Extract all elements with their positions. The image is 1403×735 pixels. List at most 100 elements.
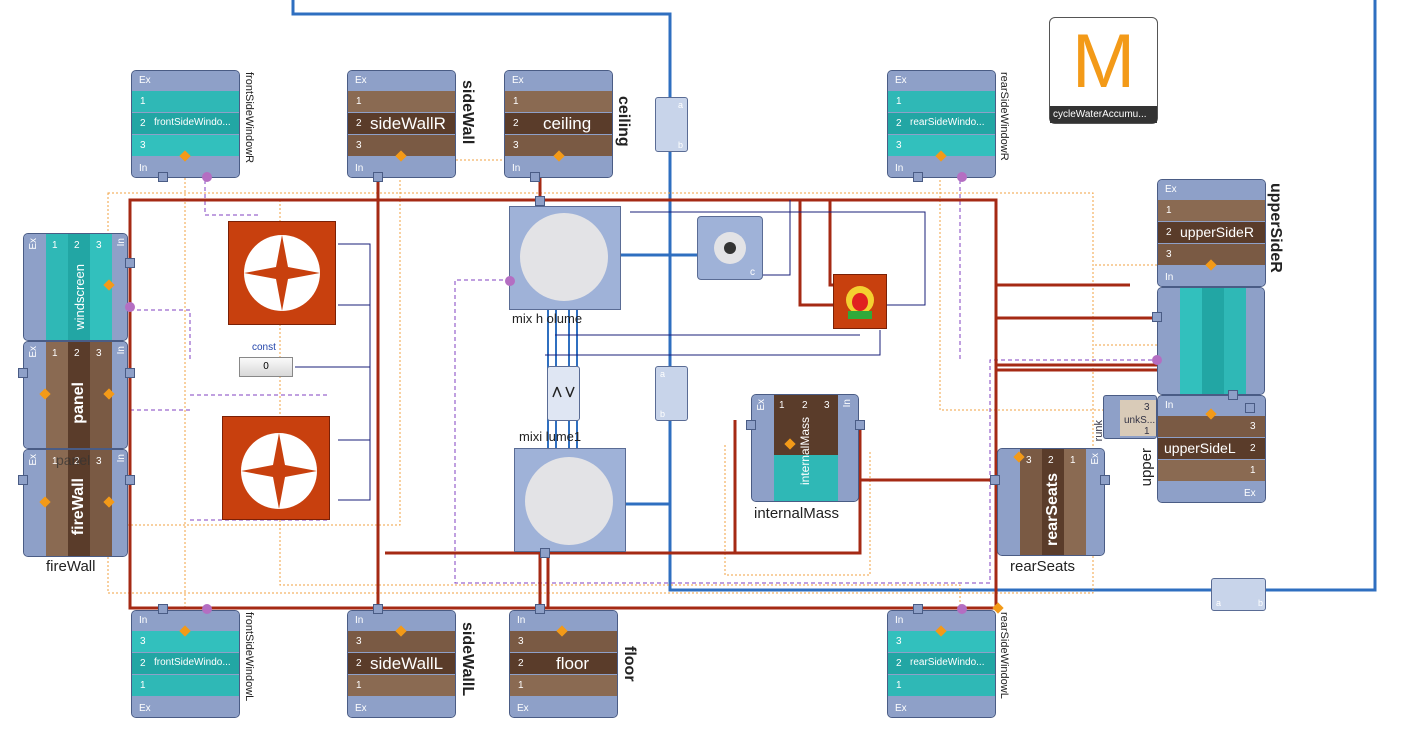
window-label: frontSideWindo... xyxy=(154,657,231,668)
heat-port[interactable] xyxy=(373,604,383,614)
panel-overlap-label: panel xyxy=(56,452,91,468)
block-caption: cycleWaterAccumu... xyxy=(1050,106,1157,123)
heat-port[interactable] xyxy=(158,172,168,182)
heat-port[interactable] xyxy=(125,475,135,485)
header-label: In xyxy=(517,615,526,626)
const-value-block[interactable]: 0 xyxy=(239,357,293,377)
trunk[interactable]: 3 unkS... 1 xyxy=(1103,395,1157,439)
heat-port[interactable] xyxy=(1152,312,1162,322)
moisture-port[interactable] xyxy=(1152,355,1162,365)
mixing-volume[interactable] xyxy=(509,206,621,310)
moisture-port[interactable] xyxy=(202,604,212,614)
moisture-port[interactable] xyxy=(202,172,212,182)
heat-port[interactable] xyxy=(535,196,545,206)
pipe-segment-middle[interactable]: a b xyxy=(655,366,688,421)
pipe-segment-upper[interactable]: a b xyxy=(655,97,688,152)
row-number: 3 xyxy=(140,140,146,151)
heat-port[interactable] xyxy=(855,420,865,430)
row-number: 1 xyxy=(896,96,902,107)
row-number: 2 xyxy=(896,118,902,129)
header-label: Ex xyxy=(756,399,767,411)
rear-window[interactable] xyxy=(1157,287,1265,395)
row-number: 3 xyxy=(896,140,902,151)
upper-side-l-name: upper xyxy=(1138,448,1155,487)
footer-label: Ex xyxy=(895,703,907,714)
panel-label: panel xyxy=(70,382,87,424)
pump[interactable]: c xyxy=(697,216,763,280)
header-label: Ex xyxy=(1090,453,1101,465)
rear-side-window-l-name: rearSideWindowL xyxy=(998,612,1010,699)
window-label: rearSideWindo... xyxy=(910,657,985,668)
port-a-label: a xyxy=(660,369,666,379)
col-number: 1 xyxy=(52,240,58,251)
pipe-segment-right[interactable]: a b xyxy=(1211,578,1266,611)
header-label: Ex xyxy=(28,238,39,250)
heat-port[interactable] xyxy=(158,604,168,614)
row-number: 1 xyxy=(140,96,146,107)
valve-block[interactable] xyxy=(547,366,580,421)
mixing-volume-1[interactable] xyxy=(514,448,626,552)
heat-port[interactable] xyxy=(540,548,550,558)
footer-label: Ex xyxy=(517,703,529,714)
heat-port[interactable] xyxy=(913,172,923,182)
row-number: 1 xyxy=(1166,205,1172,216)
row-number: 2 xyxy=(356,658,362,669)
row-number: 3 xyxy=(1144,402,1150,413)
heat-flow-source-lower[interactable] xyxy=(222,416,330,520)
header-label: Ex xyxy=(28,454,39,466)
heat-port[interactable] xyxy=(1245,403,1255,413)
col-number: 3 xyxy=(96,348,102,359)
moisture-port[interactable] xyxy=(957,604,967,614)
internal-mass-name: internalMass xyxy=(754,505,840,522)
heater[interactable] xyxy=(833,274,887,329)
rear-seats-name: rearSeats xyxy=(1010,558,1076,575)
heat-port[interactable] xyxy=(125,258,135,268)
cycle-water-accumulator-block[interactable]: M cycleWaterAccumu... xyxy=(1049,17,1158,124)
moisture-port[interactable] xyxy=(505,276,515,286)
upper-side-r-label: upperSideR xyxy=(1180,224,1254,240)
heat-port[interactable] xyxy=(1100,475,1110,485)
heat-port[interactable] xyxy=(18,368,28,378)
heat-port[interactable] xyxy=(913,604,923,614)
pump-icon xyxy=(714,232,746,264)
row-number: 2 xyxy=(518,658,524,669)
window-label: rearSideWindo... xyxy=(910,117,985,128)
heat-port[interactable] xyxy=(1228,390,1238,400)
footer-label: In xyxy=(895,163,904,174)
heat-port[interactable] xyxy=(746,420,756,430)
mixing-volume-1-name: mixi lume1 xyxy=(519,429,582,444)
row-number: 1 xyxy=(356,680,362,691)
header-label: Ex xyxy=(512,75,524,86)
heat-flow-source-upper[interactable] xyxy=(228,221,336,325)
upper-side-r-name: upperSideR xyxy=(1267,183,1284,273)
heat-port[interactable] xyxy=(535,604,545,614)
heat-port[interactable] xyxy=(18,475,28,485)
window-label: frontSideWindo... xyxy=(154,117,231,128)
heat-port[interactable] xyxy=(125,368,135,378)
side-wall-l-name: sideWallL xyxy=(459,622,476,697)
heat-port[interactable] xyxy=(373,172,383,182)
internal-mass[interactable]: Ex 1 2 3 internalMass In xyxy=(751,394,859,502)
floor-name: floor xyxy=(621,646,638,682)
moisture-port[interactable] xyxy=(125,302,135,312)
row-number: 1 xyxy=(1144,426,1150,437)
footer-label: In xyxy=(116,454,127,463)
row-number: 2 xyxy=(1166,227,1172,238)
wall-label: sideWallR xyxy=(370,114,446,133)
header-label: Ex xyxy=(139,75,151,86)
heat-port[interactable] xyxy=(530,172,540,182)
heat-port[interactable] xyxy=(990,475,1000,485)
row-number: 3 xyxy=(1166,249,1172,260)
moisture-port[interactable] xyxy=(957,172,967,182)
